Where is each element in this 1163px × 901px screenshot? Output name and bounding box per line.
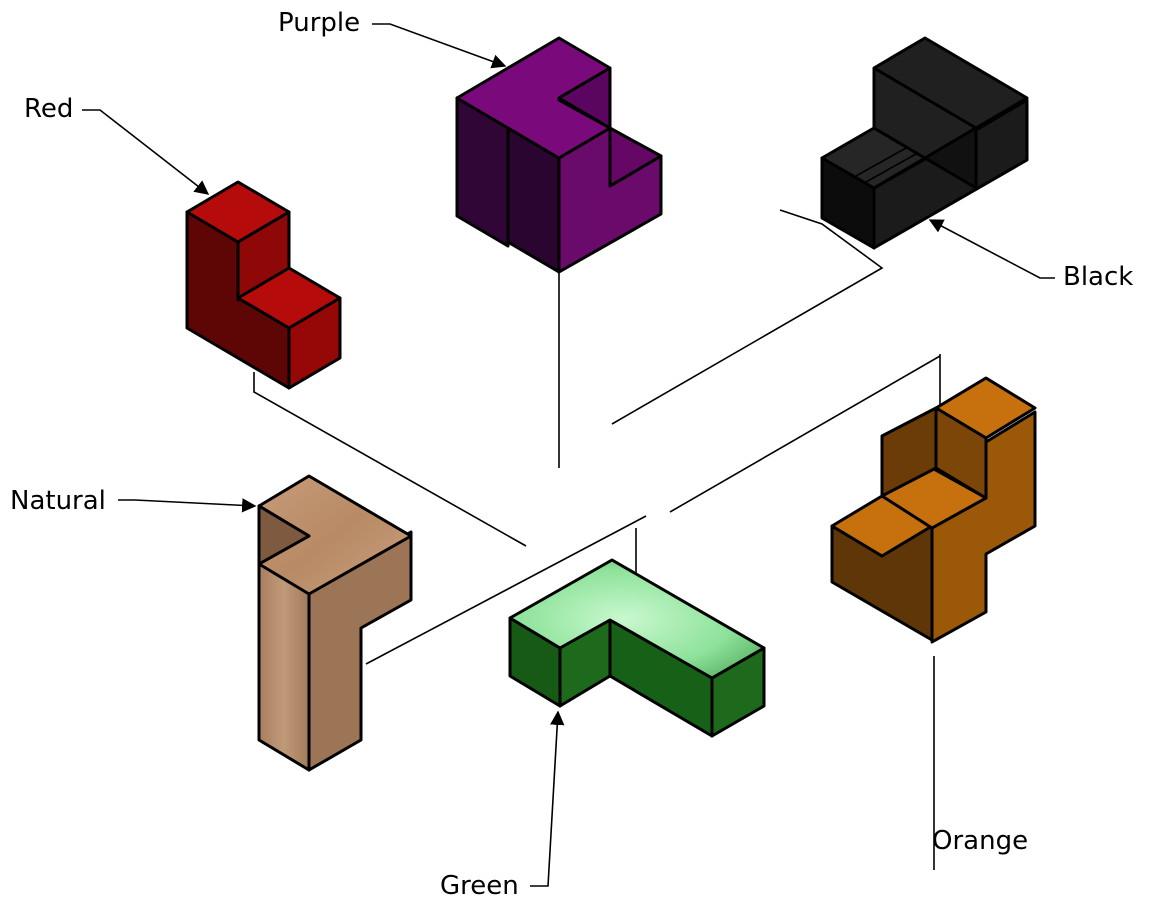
label-purple: Purple xyxy=(278,8,361,38)
leader-lines xyxy=(82,23,1055,887)
label-natural: Natural xyxy=(10,486,106,516)
green-piece xyxy=(508,558,766,738)
label-orange: Orange xyxy=(932,826,1029,856)
red-piece xyxy=(185,180,342,390)
orange-piece xyxy=(830,376,1037,644)
label-green: Green xyxy=(440,871,519,901)
label-black: Black xyxy=(1063,262,1134,292)
purple-piece xyxy=(455,36,663,274)
black-piece xyxy=(820,36,1029,250)
explosion-lines xyxy=(253,209,941,870)
natural-piece xyxy=(257,474,413,772)
label-red: Red xyxy=(24,94,74,124)
